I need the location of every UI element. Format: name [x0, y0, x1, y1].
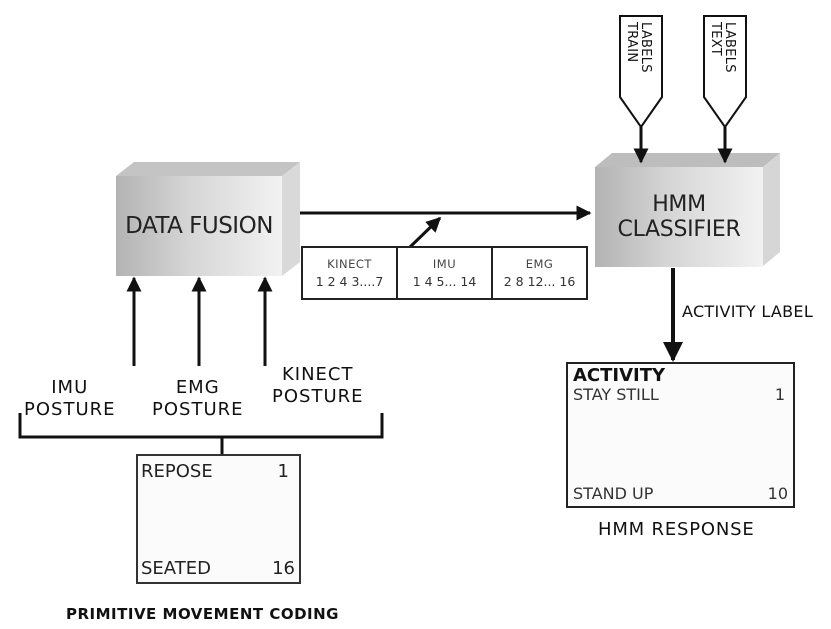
feature-header: IMU: [432, 257, 457, 271]
activity-response-box: ACTIVITY STAY STILL 1 STAND UP 10: [566, 362, 795, 508]
emg-posture-label: EMG POSTURE: [152, 377, 244, 421]
feature-values: 2 8 12... 16: [503, 274, 576, 289]
labels-text-line1: LABELS: [722, 22, 737, 73]
activity-last-label: STAND UP: [573, 484, 654, 503]
labels-text-line2: TEXT: [708, 22, 723, 56]
activity-first-label: STAY STILL: [573, 385, 659, 404]
coding-last-value: 16: [272, 558, 295, 579]
posture-line1: KINECT: [281, 364, 354, 385]
posture-line2: POSTURE: [272, 386, 364, 407]
coding-first-label: REPOSE: [141, 461, 213, 482]
coding-last-label: SEATED: [141, 558, 211, 579]
kinect-posture-label: KINECT POSTURE: [272, 364, 364, 408]
labels-text-input-shape: [703, 15, 747, 129]
feature-vector-table: KINECT 1 2 4 3....7 IMU 1 4 5... 14 EMG …: [301, 246, 588, 300]
feature-to-bus-arrow: [408, 216, 442, 249]
feature-header: EMG: [525, 257, 554, 271]
labels-train-line2: TRAIN: [624, 22, 639, 63]
feature-cell-kinect: KINECT 1 2 4 3....7: [303, 248, 398, 298]
hmm-response-caption: HMM RESPONSE: [598, 519, 755, 540]
activity-last-value: 10: [767, 484, 788, 503]
posture-line1: IMU: [51, 377, 89, 398]
hmm-classifier-block: HMM CLASSIFIER: [595, 167, 763, 267]
labels-train-line1: LABELS: [638, 22, 653, 73]
activity-title: ACTIVITY: [573, 365, 666, 386]
labels-text-text: LABELS TEXT: [708, 22, 737, 73]
hmm-label-line2: CLASSIFIER: [617, 217, 741, 242]
labels-train-input-shape: [619, 15, 663, 129]
data-fusion-top-face: [116, 162, 300, 176]
feature-values: 1 2 4 3....7: [315, 274, 384, 289]
posture-bracket: [18, 413, 384, 439]
movement-coding-caption: PRIMITIVE MOVEMENT CODING: [66, 605, 339, 623]
hmm-top-face: [595, 153, 780, 167]
data-fusion-block: DATA FUSION: [116, 176, 282, 276]
hmm-label-line1: HMM: [652, 192, 706, 217]
feature-values: 1 4 5... 14: [412, 274, 477, 289]
movement-coding-box: REPOSE 1 SEATED 16: [136, 454, 301, 584]
activity-label-text: ACTIVITY LABEL: [682, 302, 814, 321]
data-fusion-side-face: [282, 162, 300, 276]
feature-cell-emg: EMG 2 8 12... 16: [493, 248, 586, 298]
hmm-side-face: [763, 153, 780, 266]
labels-train-text: LABELS TRAIN: [624, 22, 653, 73]
activity-first-value: 1: [774, 385, 785, 404]
posture-line1: EMG: [175, 377, 220, 398]
imu-posture-label: IMU POSTURE: [24, 377, 116, 421]
posture-line2: POSTURE: [24, 399, 116, 420]
coding-first-value: 1: [277, 461, 289, 482]
data-fusion-label: DATA FUSION: [125, 213, 273, 239]
feature-cell-imu: IMU 1 4 5... 14: [398, 248, 493, 298]
feature-header: KINECT: [327, 257, 372, 271]
posture-line2: POSTURE: [152, 399, 244, 420]
